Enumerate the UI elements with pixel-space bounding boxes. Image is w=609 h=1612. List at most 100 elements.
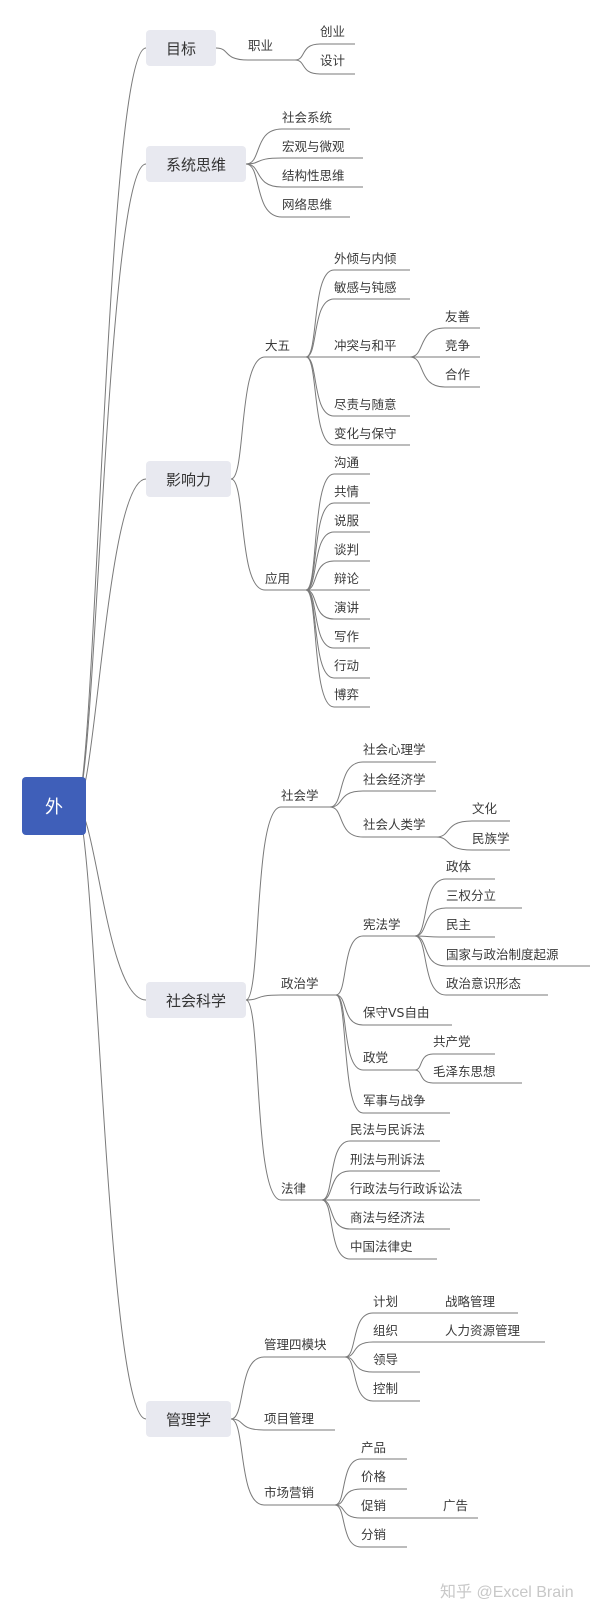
node-product[interactable]: 产品 bbox=[361, 1440, 387, 1455]
node-cooperate[interactable]: 合作 bbox=[445, 367, 471, 382]
node-four-modules[interactable]: 管理四模块 bbox=[264, 1337, 327, 1352]
node-extraversion[interactable]: 外倾与内倾 bbox=[334, 251, 397, 266]
connector bbox=[344, 1356, 374, 1402]
node-structural-thinking[interactable]: 结构性思维 bbox=[282, 168, 345, 183]
node-ethnology[interactable]: 民族学 bbox=[472, 831, 510, 846]
connector bbox=[334, 1458, 362, 1506]
node-marketing[interactable]: 市场营销 bbox=[264, 1485, 315, 1500]
connector bbox=[414, 907, 447, 937]
connector bbox=[305, 473, 335, 591]
connector bbox=[230, 1418, 265, 1506]
connector bbox=[245, 128, 283, 165]
node-social-anthropology[interactable]: 社会人类学 bbox=[363, 817, 426, 832]
node-sociology[interactable]: 社会学 bbox=[281, 788, 319, 803]
connector bbox=[245, 806, 282, 1001]
node-communist-party[interactable]: 共产党 bbox=[433, 1034, 471, 1049]
branch-social-science[interactable]: 社会科学 bbox=[146, 982, 246, 1018]
connector bbox=[305, 269, 335, 358]
node-controlling[interactable]: 控制 bbox=[373, 1381, 399, 1396]
connector bbox=[414, 935, 447, 996]
connector bbox=[305, 560, 335, 591]
connector bbox=[305, 356, 335, 417]
node-persuade[interactable]: 说服 bbox=[334, 513, 360, 528]
connector bbox=[344, 1312, 374, 1358]
branch-goal[interactable]: 目标 bbox=[146, 30, 216, 66]
node-friendly[interactable]: 友善 bbox=[445, 309, 471, 324]
connector bbox=[321, 1170, 351, 1201]
node-hr-management[interactable]: 人力资源管理 bbox=[445, 1323, 521, 1338]
node-compete[interactable]: 竞争 bbox=[445, 338, 471, 353]
node-polity[interactable]: 政体 bbox=[446, 859, 472, 874]
node-distribution[interactable]: 分销 bbox=[361, 1527, 387, 1542]
node-organizing[interactable]: 组织 bbox=[373, 1323, 399, 1338]
node-conscientious[interactable]: 尽责与随意 bbox=[334, 397, 397, 412]
node-application[interactable]: 应用 bbox=[265, 571, 291, 586]
node-chinese-legal-history[interactable]: 中国法律史 bbox=[350, 1239, 413, 1254]
node-writing[interactable]: 写作 bbox=[334, 629, 360, 644]
node-commercial-law[interactable]: 商法与经济法 bbox=[350, 1210, 426, 1225]
node-price[interactable]: 价格 bbox=[361, 1469, 387, 1484]
connector bbox=[409, 327, 446, 358]
connector bbox=[414, 878, 447, 937]
root-node[interactable]: 外 bbox=[22, 777, 86, 835]
connector bbox=[335, 994, 364, 1071]
node-social-system[interactable]: 社会系统 bbox=[282, 110, 333, 125]
node-entrepreneurship[interactable]: 创业 bbox=[320, 24, 346, 39]
node-conflict-peace[interactable]: 冲突与和平 bbox=[334, 338, 397, 353]
node-planning[interactable]: 计划 bbox=[373, 1294, 399, 1309]
connector bbox=[335, 935, 364, 996]
node-state-origin[interactable]: 国家与政治制度起源 bbox=[446, 947, 559, 962]
node-conservative-vs-liberal[interactable]: 保守VS自由 bbox=[363, 1005, 430, 1020]
root-connector bbox=[75, 805, 147, 1001]
node-change-conservative[interactable]: 变化与保守 bbox=[334, 426, 397, 441]
connector bbox=[294, 59, 321, 75]
node-speech[interactable]: 演讲 bbox=[334, 600, 360, 615]
connector bbox=[414, 935, 447, 938]
node-sensitivity[interactable]: 敏感与钝感 bbox=[334, 280, 397, 295]
root-connector bbox=[75, 478, 147, 807]
connector bbox=[334, 1504, 362, 1548]
node-macro-micro[interactable]: 宏观与微观 bbox=[282, 139, 345, 154]
connector bbox=[245, 157, 283, 165]
node-debate[interactable]: 辩论 bbox=[334, 571, 360, 586]
watermark: 知乎 @Excel Brain bbox=[440, 1584, 574, 1601]
node-social-psychology[interactable]: 社会心理学 bbox=[363, 742, 426, 757]
node-empathy[interactable]: 共情 bbox=[334, 484, 360, 499]
connector bbox=[230, 356, 266, 480]
branch-systems-thinking[interactable]: 系统思维 bbox=[146, 146, 246, 182]
node-advertising[interactable]: 广告 bbox=[443, 1498, 469, 1513]
root-connector bbox=[75, 805, 147, 1420]
node-constitutional-law[interactable]: 宪法学 bbox=[363, 917, 401, 932]
node-promotion[interactable]: 促销 bbox=[361, 1498, 387, 1513]
node-communicate[interactable]: 沟通 bbox=[334, 455, 360, 470]
node-mao-thought[interactable]: 毛泽东思想 bbox=[433, 1064, 496, 1079]
branch-influence[interactable]: 影响力 bbox=[146, 461, 231, 497]
connector bbox=[414, 1069, 434, 1084]
node-administrative-law[interactable]: 行政法与行政诉讼法 bbox=[350, 1181, 463, 1196]
node-law[interactable]: 法律 bbox=[281, 1181, 307, 1196]
node-separation-of-powers[interactable]: 三权分立 bbox=[446, 888, 497, 903]
node-political-science[interactable]: 政治学 bbox=[281, 976, 319, 991]
node-project-management[interactable]: 项目管理 bbox=[264, 1411, 315, 1426]
node-game-theory[interactable]: 博弈 bbox=[334, 687, 360, 702]
node-design[interactable]: 设计 bbox=[320, 53, 346, 68]
node-military-war[interactable]: 军事与战争 bbox=[363, 1093, 426, 1108]
connector bbox=[335, 994, 364, 1114]
node-political-party[interactable]: 政党 bbox=[363, 1050, 389, 1065]
node-action[interactable]: 行动 bbox=[334, 658, 360, 673]
node-big-five[interactable]: 大五 bbox=[265, 338, 291, 353]
connector bbox=[230, 1418, 265, 1431]
node-civil-law[interactable]: 民法与民诉法 bbox=[350, 1122, 426, 1137]
node-ideology[interactable]: 政治意识形态 bbox=[446, 976, 522, 991]
node-network-thinking[interactable]: 网络思维 bbox=[282, 197, 333, 212]
node-strategic-management[interactable]: 战略管理 bbox=[445, 1294, 496, 1309]
node-leading[interactable]: 领导 bbox=[373, 1352, 399, 1367]
node-socioeconomics[interactable]: 社会经济学 bbox=[363, 772, 426, 787]
node-criminal-law[interactable]: 刑法与刑诉法 bbox=[350, 1152, 426, 1167]
node-negotiate[interactable]: 谈判 bbox=[334, 542, 360, 557]
node-democracy[interactable]: 民主 bbox=[446, 917, 472, 932]
branch-management[interactable]: 管理学 bbox=[146, 1401, 231, 1437]
connector bbox=[335, 994, 364, 1026]
node-culture[interactable]: 文化 bbox=[472, 801, 498, 816]
node-career[interactable]: 职业 bbox=[248, 38, 274, 53]
